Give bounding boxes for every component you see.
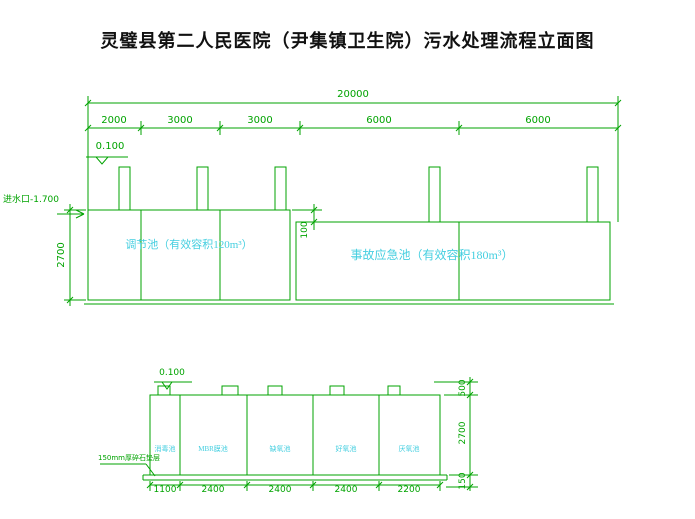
compartment-label-3: 缺氧池	[269, 445, 291, 453]
compartment-label-4: 好氧池	[335, 445, 357, 453]
right-dimension-label-2700: 2700	[458, 421, 468, 445]
inlet-label: 进水口-1.700	[3, 195, 60, 205]
lower-elevation-linework	[100, 377, 478, 491]
elevation-marker-label-lower: 0.100	[159, 368, 185, 378]
regulation-tank-label: 调节池（有效容积120m³）	[125, 239, 253, 251]
bottom-dimension-label-5: 2200	[397, 485, 421, 495]
compartment-label-1: 消毒池	[154, 445, 176, 453]
compartment-label-2: MBR膜池	[198, 445, 228, 453]
total-dimension-label: 20000	[337, 89, 369, 100]
drawing-title: 灵璧县第二人民医院（尹集镇卫生院）污水处理流程立面图	[100, 31, 595, 51]
segment-dimension-label-3: 3000	[247, 115, 273, 126]
segment-dimension-label-2: 3000	[167, 115, 193, 126]
segment-dimension-label-4: 6000	[366, 115, 392, 126]
compartment-label-5: 厌氧池	[398, 445, 420, 453]
segment-dimension-label-1: 2000	[101, 115, 127, 126]
elevation-marker-label-upper: 0.100	[95, 141, 125, 152]
bottom-dimension-label-4: 2400	[334, 485, 358, 495]
upper-elevation-linework	[57, 96, 622, 306]
bottom-dimension-label-1: 1100	[153, 485, 177, 495]
emergency-tank-label: 事故应急池（有效容积180m³）	[350, 248, 514, 262]
base-layer-note: 150mm厚碎石垫层	[98, 454, 160, 462]
right-dimension-label-150: 150	[458, 472, 468, 490]
left-height-dimension-label: 2700	[56, 242, 67, 268]
right-dimension-label-500: 500	[458, 379, 468, 397]
bottom-dimension-label-2: 2400	[201, 485, 225, 495]
top-offset-dimension-label: 100	[300, 221, 310, 239]
segment-dimension-label-5: 6000	[525, 115, 551, 126]
bottom-dimension-label-3: 2400	[268, 485, 292, 495]
